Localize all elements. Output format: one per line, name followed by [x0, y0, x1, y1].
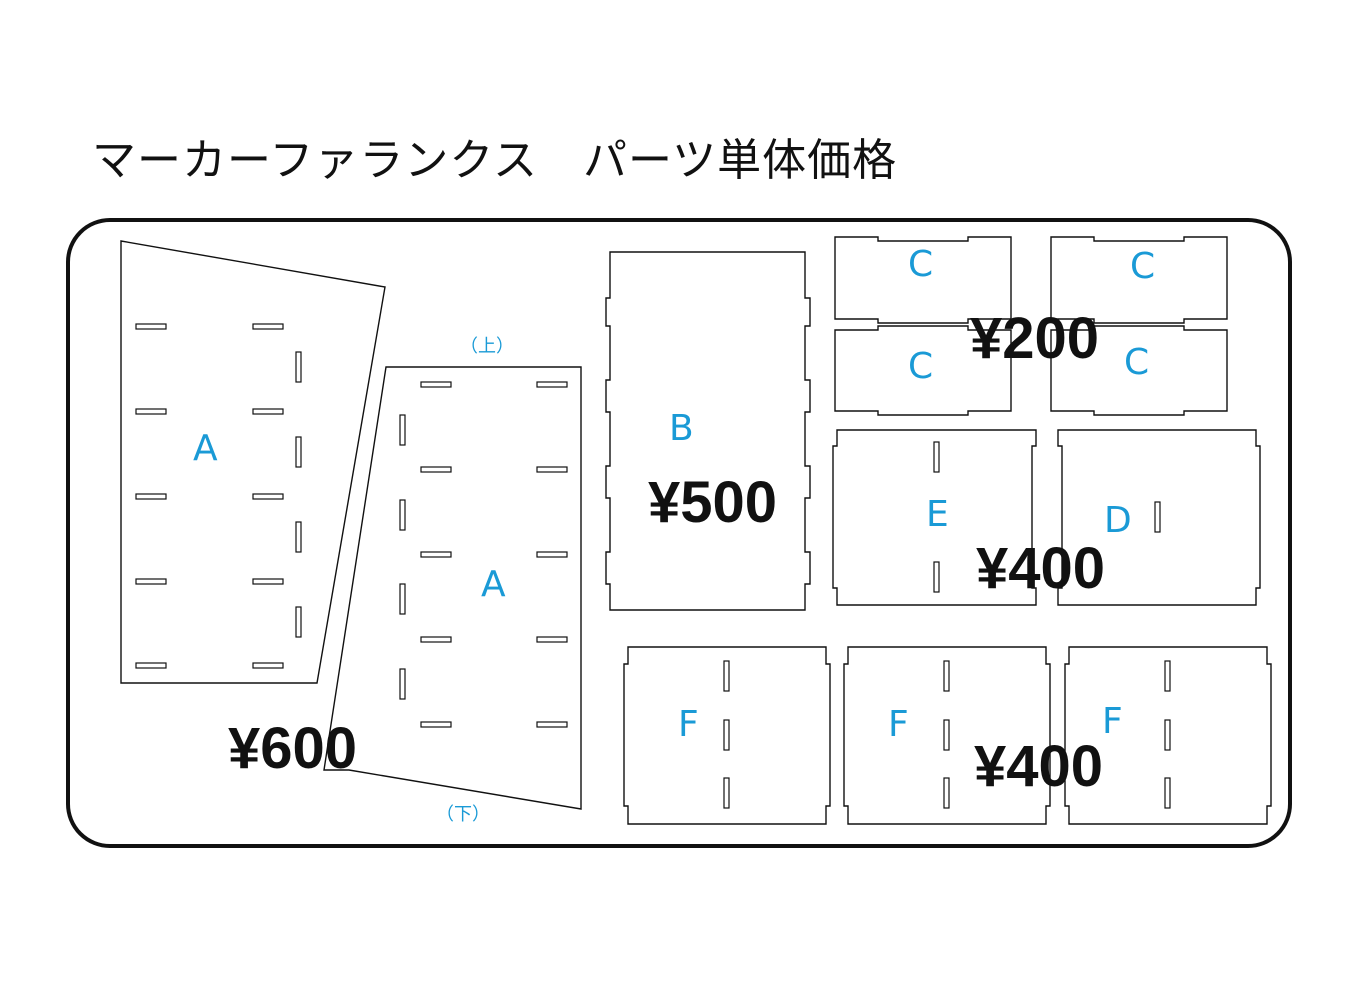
- slot-cutout: [420, 381, 452, 388]
- hint-bottom: （下）: [436, 804, 490, 825]
- part-label-f3: F: [1102, 701, 1123, 742]
- part-label-c2: C: [1130, 246, 1155, 287]
- slot-cutout: [399, 668, 406, 700]
- slot-cutout: [420, 721, 452, 728]
- slot-cutout: [536, 466, 568, 473]
- part-label-f1: F: [678, 704, 699, 745]
- slot-cutout: [295, 606, 302, 638]
- slot-cutout: [295, 521, 302, 553]
- slot-cutout: [420, 636, 452, 643]
- price-b: ¥500: [648, 470, 777, 535]
- slot-cutout: [536, 551, 568, 558]
- slot-cutout: [295, 351, 302, 383]
- part-c-3: [834, 325, 1012, 416]
- sheet-frame: [66, 218, 1292, 848]
- part-label-e: E: [926, 494, 949, 535]
- slot-cutout: [399, 414, 406, 446]
- part-a-right: [323, 366, 582, 810]
- slot-cutout: [399, 499, 406, 531]
- slot-cutout: [252, 493, 284, 500]
- hint-top: （上）: [460, 336, 514, 357]
- slot-cutout: [536, 636, 568, 643]
- price-a: ¥600: [228, 716, 357, 781]
- part-label-c3: C: [908, 346, 933, 387]
- slot-cutout: [295, 436, 302, 468]
- part-b: [605, 251, 811, 611]
- part-label-f2: F: [888, 704, 909, 745]
- part-c-4: [1050, 325, 1228, 416]
- slot-cutout: [135, 323, 167, 330]
- part-label-a1: A: [193, 428, 218, 469]
- price-f: ¥400: [974, 734, 1103, 799]
- price-de: ¥400: [976, 536, 1105, 601]
- part-f-3: [1064, 646, 1272, 825]
- part-e: [832, 429, 1037, 606]
- slot-cutout: [420, 466, 452, 473]
- part-label-b: B: [669, 408, 694, 449]
- slot-cutout: [135, 578, 167, 585]
- slot-cutout: [399, 583, 406, 615]
- part-label-d: D: [1104, 500, 1132, 541]
- slot-cutout: [420, 551, 452, 558]
- page-title: マーカーファランクス パーツ単体価格: [92, 135, 898, 186]
- slot-cutout: [252, 662, 284, 669]
- part-label-c4: C: [1124, 342, 1149, 383]
- slot-cutout: [135, 493, 167, 500]
- part-label-a2: A: [481, 564, 506, 605]
- price-c: ¥200: [970, 306, 1099, 371]
- slot-cutout: [135, 408, 167, 415]
- part-f-1: [623, 646, 831, 825]
- part-a-left: [120, 240, 386, 684]
- slot-cutout: [252, 408, 284, 415]
- part-c-2: [1050, 236, 1228, 324]
- slot-cutout: [536, 721, 568, 728]
- part-c-1: [834, 236, 1012, 324]
- slot-cutout: [135, 662, 167, 669]
- slot-cutout: [252, 578, 284, 585]
- part-d: [1057, 429, 1261, 606]
- slot-cutout: [536, 381, 568, 388]
- slot-cutout: [252, 323, 284, 330]
- part-f-2: [843, 646, 1051, 825]
- part-label-c1: C: [908, 244, 933, 285]
